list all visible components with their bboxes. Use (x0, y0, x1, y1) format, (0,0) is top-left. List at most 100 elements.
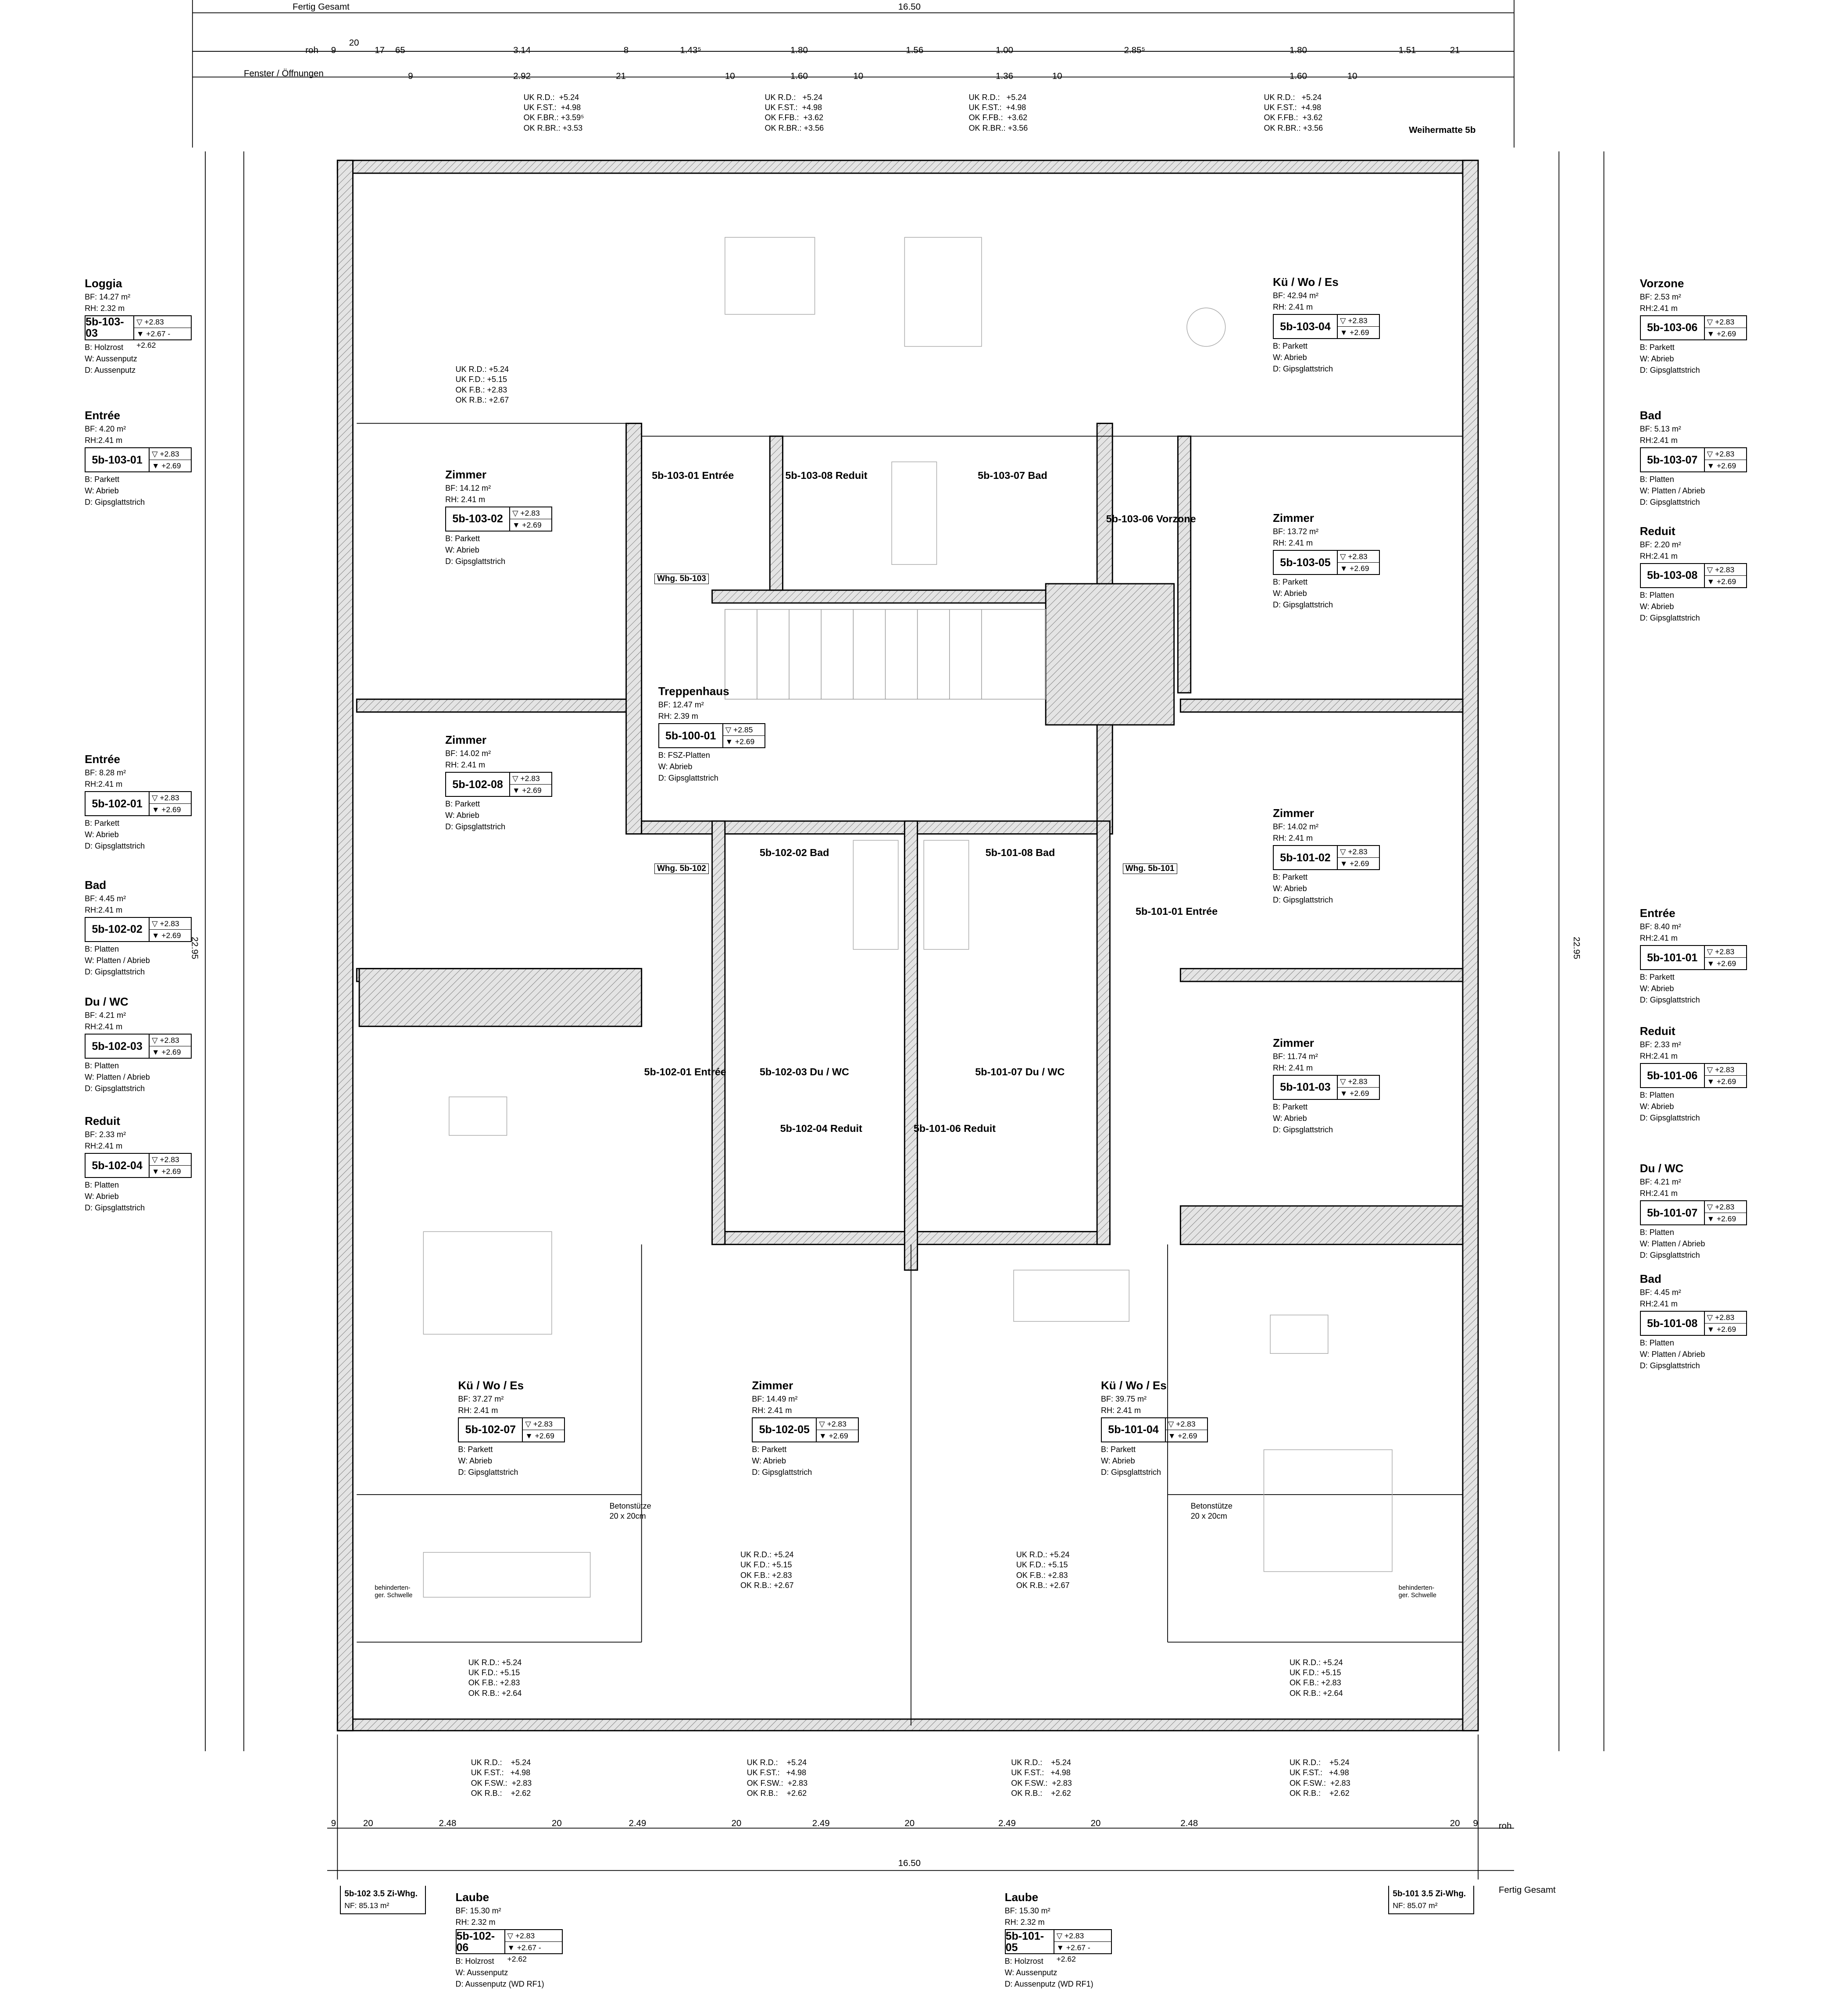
floor-level: ▼ +2.69 (152, 1167, 181, 1176)
dim: 17 (375, 45, 385, 56)
room-id-tag: 5b-101-02 ▽ +2.83▼ +2.69 (1272, 845, 1380, 871)
room-height: RH:2.41 m (85, 436, 123, 445)
ceiling-level: ▽ +2.83 (150, 792, 191, 804)
floor-level: ▼ +2.69 (1707, 577, 1736, 586)
plan-label: 5b-101-06 Reduit (913, 1122, 996, 1134)
room-name: Vorzone (1640, 276, 1684, 290)
wall-finish: W: Abrieb (1640, 984, 1674, 993)
wall-finish: W: Aussenputz (455, 1968, 508, 1977)
ceiling-level: ▽ +2.83 (1054, 1930, 1111, 1942)
unit-summary-5b-101: 5b-101 3.5 Zi-Whg. NF: 85.07 m² (1388, 1886, 1475, 1915)
level-box: ▽ +2.83▼ +2.69 (1704, 946, 1746, 969)
floor-level: ▼ +2.69 (1707, 1214, 1736, 1224)
room-height: RH: 2.32 m (455, 1918, 496, 1927)
room-stamp: Treppenhaus BF: 12.47 m² RH: 2.39 m 5b-1… (658, 684, 765, 784)
room-id-tag: 5b-103-04 ▽ +2.83▼ +2.69 (1272, 314, 1380, 339)
unit-tag: Whg. 5b-102 (654, 863, 709, 874)
plan-label: 5b-102-03 Du / WC (759, 1066, 849, 1078)
room-name: Laube (1004, 1891, 1039, 1904)
room-name: Kü / Wo / Es (1100, 1378, 1167, 1392)
room-id: 5b-101-08 (1641, 1312, 1705, 1335)
floor-finish: B: Platten (1640, 1338, 1674, 1348)
room-area: BF: 4.21 m² (85, 1011, 126, 1020)
room-name: Entrée (85, 753, 120, 766)
unit-summary-5b-102: 5b-102 3.5 Zi-Whg. NF: 85.13 m² (340, 1886, 426, 1915)
ceiling-level: ▽ +2.83 (505, 1930, 562, 1942)
floor-finish: B: Holzrost (85, 343, 124, 352)
room-id: 5b-100-01 (659, 724, 723, 748)
room-name: Reduit (1640, 1024, 1676, 1038)
ceiling-level: ▽ +2.83 (150, 448, 191, 460)
floor-finish: B: Platten (1640, 475, 1674, 484)
window-note: UK R.D.: +5.24 UK F.D.: +5.15 OK F.B.: +… (468, 1658, 522, 1698)
ceiling-finish: D: Gipsglattstrich (1640, 365, 1700, 375)
ceiling-finish: D: Gipsglattstrich (85, 967, 145, 976)
dim: 21 (1450, 45, 1460, 56)
dim: 1.60 (790, 71, 808, 81)
ceiling-finish: D: Gipsglattstrich (1272, 1125, 1333, 1134)
floor-finish: B: Parkett (1640, 973, 1675, 982)
room-area: BF: 12.47 m² (658, 700, 704, 710)
dim: 2.48 (439, 1818, 457, 1829)
room-height: RH: 2.41 m (1272, 1063, 1313, 1072)
room-id-tag: 5b-101-07 ▽ +2.83▼ +2.69 (1640, 1200, 1747, 1226)
floor-level: ▼ +2.69 (1340, 859, 1369, 868)
room-height: RH:2.41 m (85, 1142, 123, 1151)
room-id-tag: 5b-103-05 ▽ +2.83▼ +2.69 (1272, 550, 1380, 575)
ceiling-level: ▽ +2.83 (1704, 564, 1746, 576)
level-box: ▽ +2.83▼ +2.69 (1165, 1418, 1207, 1442)
wall-finish: W: Abrieb (1640, 602, 1674, 611)
window-note: UK R.D.: +5.24 UK F.ST.: +4.98 OK F.SW.:… (1290, 1758, 1350, 1798)
window-note: UK R.D.: +5.24 UK F.ST.: +4.98 OK F.FB.:… (765, 93, 824, 132)
wall-finish: W: Platten / Abrieb (1640, 486, 1705, 496)
window-note: UK R.D.: +5.24 UK F.D.: +5.15 OK F.B.: +… (740, 1550, 794, 1590)
level-box: ▽ +2.83▼ +2.69 (817, 1418, 858, 1442)
ceiling-level: ▽ +2.83 (150, 1035, 191, 1047)
room-id: 5b-101-02 (1274, 846, 1338, 870)
level-box: ▽ +2.83▼ +2.69 (510, 773, 552, 796)
room-stamp: Kü / Wo / Es BF: 37.27 m² RH: 2.41 m 5b-… (458, 1378, 565, 1478)
interior-partitions (357, 423, 1463, 1726)
room-name: Reduit (85, 1114, 120, 1128)
window-note: UK R.D.: +5.24 UK F.ST.: +4.98 OK F.SW.:… (1011, 1758, 1072, 1798)
room-height: RH:2.41 m (1640, 1189, 1678, 1198)
wall-finish: W: Abrieb (1272, 884, 1307, 893)
room-stamp: Bad BF: 4.45 m² RH:2.41 m 5b-102-02 ▽ +2… (85, 878, 192, 978)
room-area: BF: 14.49 m² (752, 1394, 798, 1403)
ceiling-finish: D: Gipsglattstrich (1640, 1113, 1700, 1123)
unit-area: NF: 85.07 m² (1393, 1901, 1438, 1910)
wall-finish: W: Platten / Abrieb (1640, 1239, 1705, 1249)
room-id-tag: 5b-103-08 ▽ +2.83▼ +2.69 (1640, 563, 1747, 588)
floor-level: ▼ +2.69 (1168, 1431, 1197, 1440)
ceiling-finish: D: Gipsglattstrich (1640, 1361, 1700, 1370)
level-box: ▽ +2.83▼ +2.69 (1337, 846, 1379, 869)
room-id: 5b-101-01 (1641, 946, 1705, 970)
room-stamp: Zimmer BF: 13.72 m² RH: 2.41 m 5b-103-05… (1272, 510, 1380, 610)
level-box: ▽ +2.83▼ +2.69 (1337, 551, 1379, 574)
room-height: RH: 2.41 m (1100, 1406, 1141, 1415)
room-id-tag: 5b-101-01 ▽ +2.83▼ +2.69 (1640, 945, 1747, 971)
room-stamp: Zimmer BF: 14.02 m² RH: 2.41 m 5b-102-08… (445, 732, 553, 832)
room-name: Bad (85, 878, 107, 892)
room-height: RH:2.41 m (1640, 934, 1678, 943)
unit-title: 5b-102 3.5 Zi-Whg. (344, 1889, 418, 1899)
floor-finish: B: Platten (85, 944, 119, 953)
room-height: RH: 2.41 m (445, 495, 486, 504)
room-id: 5b-102-02 (86, 917, 150, 941)
room-id-tag: 5b-102-03 ▽ +2.83▼ +2.69 (85, 1034, 192, 1059)
dim: 9 (331, 1818, 336, 1829)
ceiling-level: ▽ +2.83 (1165, 1418, 1207, 1430)
ceiling-level: ▽ +2.83 (523, 1418, 564, 1430)
room-id: 5b-102-04 (86, 1154, 150, 1177)
level-box: ▽ +2.83▼ +2.67 - +2.62 (1054, 1930, 1111, 1963)
ceiling-level: ▽ +2.83 (1704, 946, 1746, 958)
room-area: BF: 4.20 m² (85, 425, 126, 434)
dim: 20 (551, 1818, 562, 1829)
room-id-tag: 5b-102-05 ▽ +2.83▼ +2.69 (752, 1417, 859, 1442)
room-id: 5b-102-08 (446, 773, 511, 796)
plan-label: 5b-102-01 Entrée (644, 1066, 726, 1078)
level-box: ▽ +2.83▼ +2.69 (523, 1418, 564, 1442)
room-stamp: Reduit BF: 2.33 m² RH:2.41 m 5b-102-04 ▽… (85, 1113, 192, 1213)
ceiling-level: ▽ +2.83 (1337, 315, 1379, 327)
